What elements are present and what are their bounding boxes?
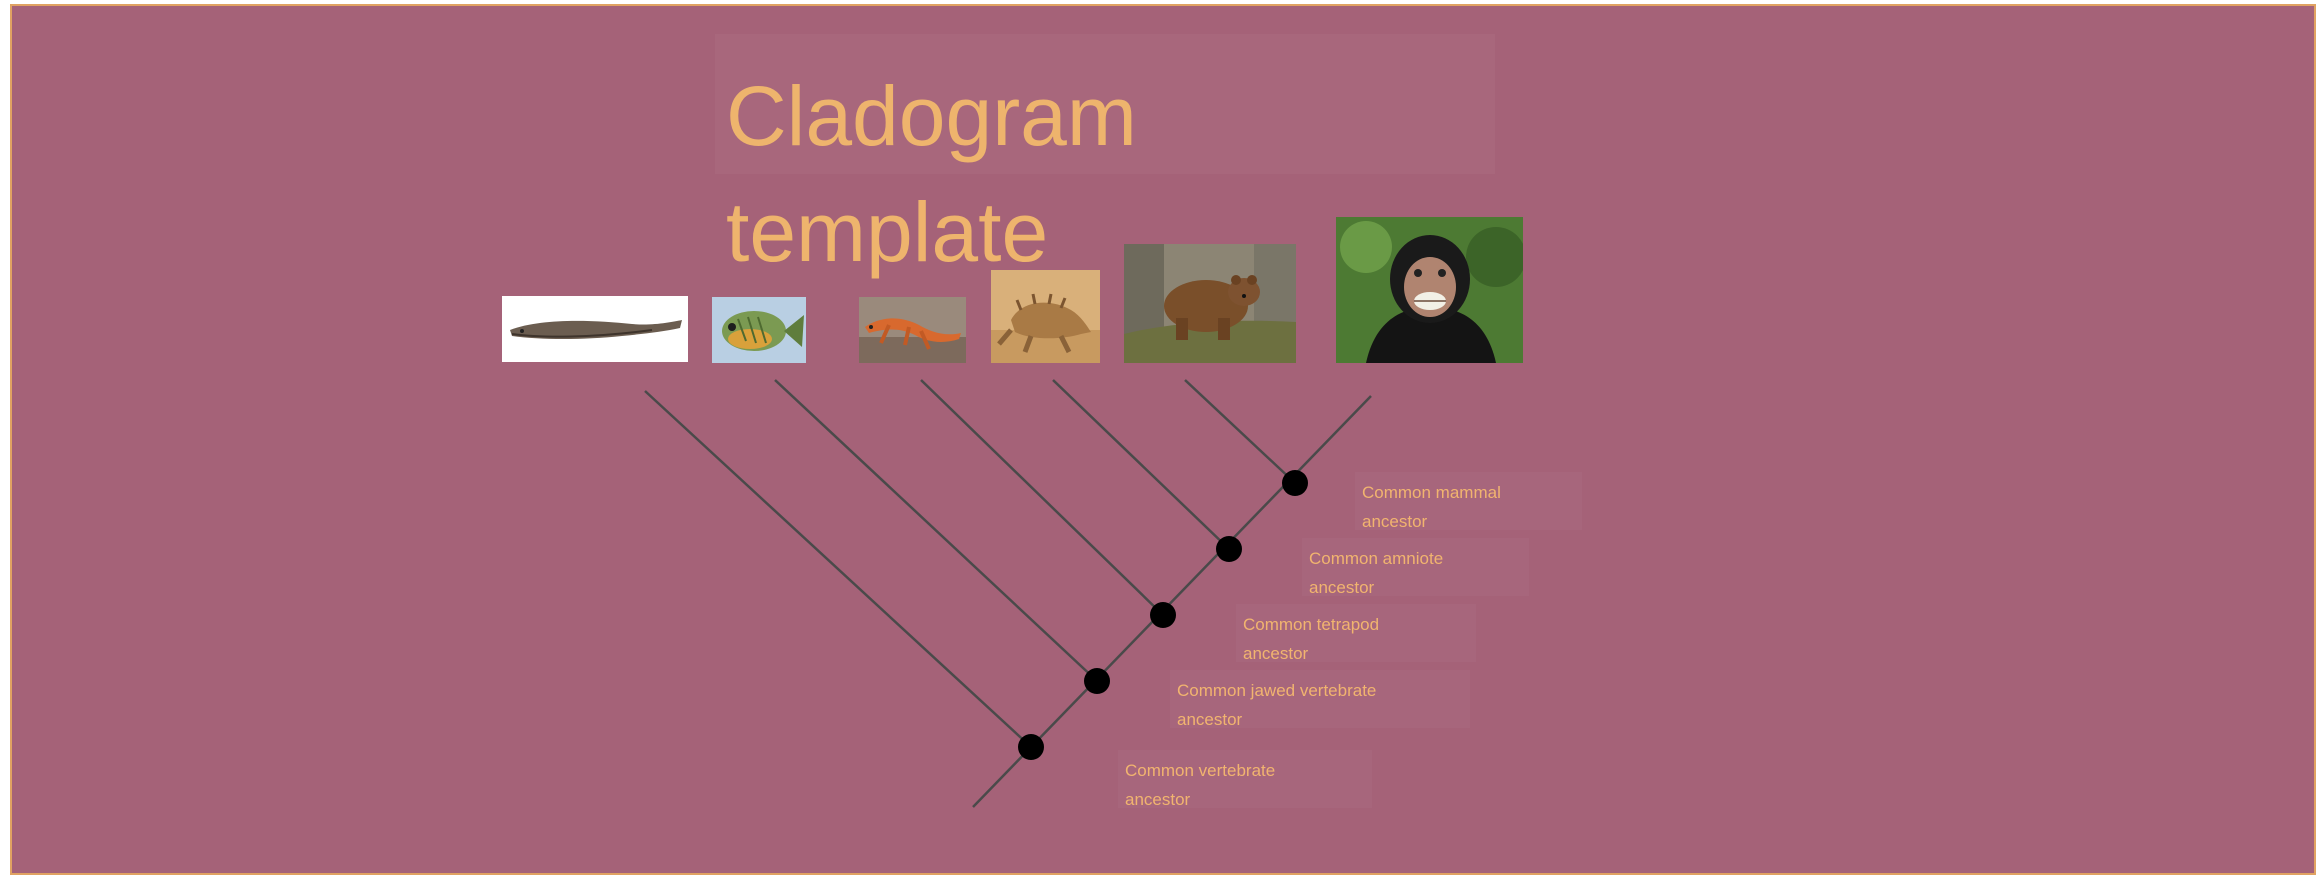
branch-line-fish: [774, 379, 1098, 682]
ancestor-node-5: [1282, 470, 1308, 496]
slide-title: Cladogram template: [726, 69, 1137, 279]
lamprey-photo: [502, 296, 688, 362]
node-label-vertebrate: Common vertebrate ancestor: [1125, 761, 1276, 809]
branch-line-lizard: [1052, 379, 1230, 550]
branch-line-lamprey: [644, 390, 1032, 748]
brown-bear-photo: [1124, 244, 1296, 363]
ancestor-node-2: [1084, 668, 1110, 694]
ancestor-node-1: [1018, 734, 1044, 760]
branch-line-newt: [920, 379, 1164, 616]
branch-line-bear: [1184, 379, 1296, 484]
node-label-jawed-vertebrate: Common jawed vertebrate ancestor: [1177, 681, 1377, 729]
horned-lizard-photo: [991, 270, 1100, 363]
chimpanzee-photo: [1336, 217, 1523, 363]
newt-photo: [859, 297, 966, 363]
ancestor-node-3: [1150, 602, 1176, 628]
node-label-mammal: Common mammal ancestor: [1362, 483, 1501, 531]
ancestor-node-4: [1216, 536, 1242, 562]
sunfish-photo: [712, 297, 806, 363]
node-label-amniote: Common amniote ancestor: [1309, 549, 1444, 597]
slide-canvas: Cladogram template: [10, 4, 2316, 875]
cladogram-tree: [644, 379, 1372, 808]
node-label-tetrapod: Common tetrapod ancestor: [1243, 615, 1380, 663]
